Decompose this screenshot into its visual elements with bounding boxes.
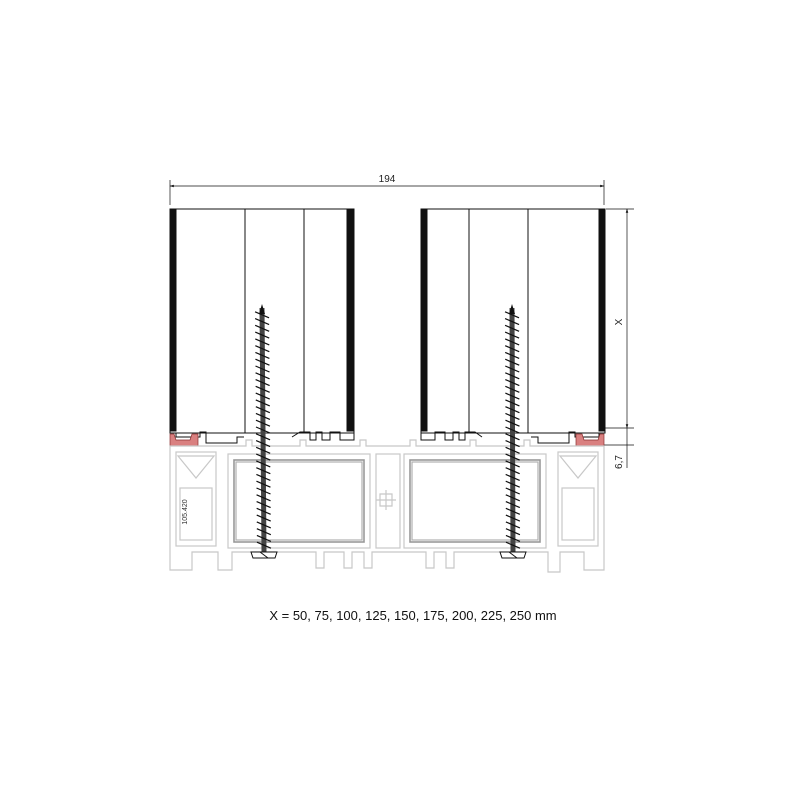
- dimension-base-label: 6,7: [614, 455, 625, 469]
- dimension-height: X 6,7: [604, 208, 634, 469]
- screw-right: [499, 304, 527, 559]
- screw-left: [250, 304, 278, 559]
- size-options-caption: X = 50, 75, 100, 125, 150, 175, 200, 225…: [269, 608, 557, 623]
- seal-right: [575, 433, 605, 447]
- pvc-profile: [169, 439, 605, 573]
- profile-code: 105.420: [182, 499, 189, 524]
- insulation-block-right: [420, 208, 606, 444]
- dimension-overall-width: 194: [169, 174, 605, 205]
- dimension-width-label: 194: [379, 174, 396, 185]
- seal-left: [169, 433, 199, 447]
- dimension-x-label: X: [614, 318, 625, 325]
